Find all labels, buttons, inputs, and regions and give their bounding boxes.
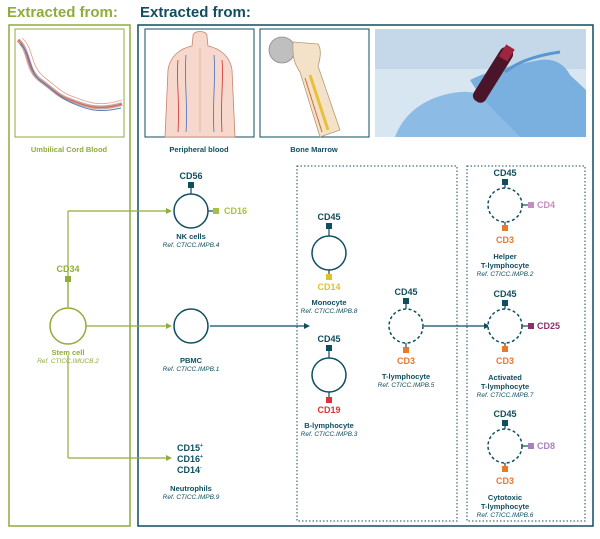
monocyte-circle xyxy=(311,223,347,280)
nk-marker-cd16: CD16 xyxy=(224,206,248,216)
helper-name-line1: Helper xyxy=(493,252,517,261)
stem-connectors xyxy=(67,210,168,459)
activated-marker-cd3: CD3 xyxy=(495,356,515,366)
b-lymphocyte-name: B-lymphocyte xyxy=(304,421,354,430)
helper-marker-cd45: CD45 xyxy=(493,168,517,178)
mono-marker-cd14: CD14 xyxy=(317,282,341,292)
neutro-marker-cd16: CD16+ xyxy=(177,454,203,464)
stem-cell-ref: Ref. CTICC.IMUCB.2 xyxy=(37,358,99,365)
peripheral-blood-caption: Peripheral blood xyxy=(169,145,229,154)
stem-cell-name: Stem cell xyxy=(51,348,85,357)
umbilical-cord-image xyxy=(14,28,125,138)
bone-marrow-caption: Bone Marrow xyxy=(290,145,338,154)
cord-blood-caption: Umbilical Cord Blood xyxy=(30,145,108,154)
cytotoxic-marker-cd3: CD3 xyxy=(495,476,515,486)
stem-marker-cd34: CD34 xyxy=(56,264,80,274)
bone-marrow-image xyxy=(259,28,370,138)
nk-cell-circle xyxy=(173,182,219,229)
activated-marker-cd45: CD45 xyxy=(493,289,517,299)
cytotoxic-ref: Ref. CTICC.IMPB.6 xyxy=(476,512,534,519)
monocyte-ref: Ref. CTICC.IMPB.8 xyxy=(300,308,358,315)
right-header: Extracted from: xyxy=(140,4,251,21)
pbmc-name: PBMC xyxy=(179,356,203,365)
mono-marker-cd45: CD45 xyxy=(317,212,341,222)
helper-ref: Ref. CTICC.IMPB.2 xyxy=(476,271,534,278)
neutrophils-name: Neutrophils xyxy=(170,484,212,493)
activated-ref: Ref. CTICC.IMPB.7 xyxy=(476,392,534,399)
b-marker-cd45: CD45 xyxy=(317,334,341,344)
neutro-marker-cd15: CD15+ xyxy=(177,443,203,453)
neutrophils-ref: Ref. CTICC.IMPB.9 xyxy=(162,494,220,501)
cord-blood-frame xyxy=(8,24,131,527)
t-lymphocyte-circle xyxy=(388,298,424,353)
helper-marker-cd3: CD3 xyxy=(495,235,515,245)
helper-name-line2: T-lymphocyte xyxy=(480,261,530,270)
teal-arrowheads xyxy=(304,323,490,329)
nk-marker-cd56: CD56 xyxy=(179,171,203,181)
nk-cell-ref: Ref. CTICC.IMPB.4 xyxy=(162,242,220,249)
left-header: Extracted from: xyxy=(7,4,118,21)
monocyte-name: Monocyte xyxy=(311,298,347,307)
activated-t-circle xyxy=(487,300,534,352)
helper-marker-cd4: CD4 xyxy=(537,200,556,210)
cytotoxic-name-line2: T-lymphocyte xyxy=(480,502,530,511)
t-lymphocyte-ref: Ref. CTICC.IMPB.5 xyxy=(377,382,435,389)
lab-photo xyxy=(375,29,586,137)
peripheral-blood-image xyxy=(144,28,255,138)
activated-name-line1: Activated xyxy=(488,373,522,382)
cytotoxic-name-line1: Cytotoxic xyxy=(487,493,523,502)
myeloid-lymphoid-box xyxy=(296,165,458,522)
pbmc-ref: Ref. CTICC.IMPB.1 xyxy=(162,366,220,373)
cytotoxic-t-circle xyxy=(487,420,534,472)
extracted-frame xyxy=(137,24,594,527)
b-lymphocyte-ref: Ref. CTICC.IMPB.3 xyxy=(300,431,358,438)
stem-arrowheads xyxy=(166,208,172,461)
activated-marker-cd25: CD25 xyxy=(537,321,561,331)
t-marker-cd45: CD45 xyxy=(394,287,418,297)
stem-cell-circle xyxy=(49,276,87,345)
helper-t-circle xyxy=(487,179,534,231)
nk-cell-name: NK cells xyxy=(176,232,206,241)
t-lymphocyte-name: T-lymphocyte xyxy=(381,372,431,381)
t-subset-box xyxy=(466,165,586,522)
b-marker-cd19: CD19 xyxy=(317,405,341,415)
b-lymphocyte-circle xyxy=(311,345,347,403)
activated-name-line2: T-lymphocyte xyxy=(480,382,530,391)
cytotoxic-marker-cd45: CD45 xyxy=(493,409,517,419)
neutro-marker-cd14: CD14- xyxy=(177,465,202,475)
cytotoxic-marker-cd8: CD8 xyxy=(537,441,556,451)
pbmc-circle xyxy=(173,308,209,344)
t-marker-cd3: CD3 xyxy=(396,356,416,366)
